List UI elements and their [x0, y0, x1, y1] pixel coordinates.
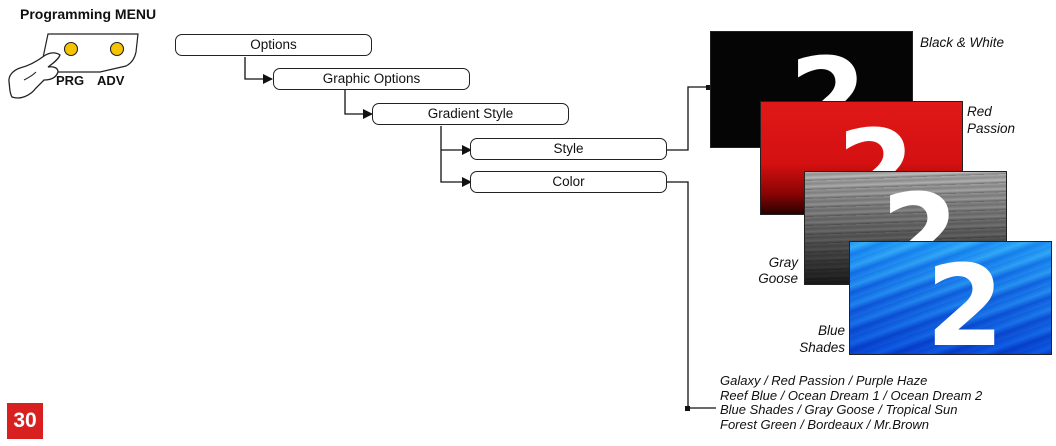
prg-button-icon [63, 41, 79, 57]
color-options-line: Reef Blue / Ocean Dream 1 / Ocean Dream … [720, 387, 983, 403]
adv-button-icon [109, 41, 125, 57]
page-number-badge: 30 [7, 403, 43, 439]
style-label-red-line1: Red [967, 104, 992, 119]
menu-options[interactable]: Options [175, 34, 372, 56]
remote-outline-icon [8, 33, 139, 99]
color-options-line: Galaxy / Red Passion / Purple Haze [720, 373, 928, 388]
preview-digit: 2 [926, 242, 1004, 355]
style-label-blue-line2: Shades [799, 340, 845, 355]
style-preview-blue-shades: 2 [849, 241, 1052, 355]
programming-menu-title: Programming MENU [20, 6, 157, 22]
menu-style[interactable]: Style [470, 138, 667, 160]
style-label-blue-line1: Blue [817, 323, 845, 338]
style-label-red-line2: Passion [967, 121, 1016, 136]
color-options-line: Forest Green / Bordeaux / Mr.Brown [720, 416, 930, 432]
menu-color[interactable]: Color [470, 171, 667, 193]
prg-label: PRG [56, 73, 85, 88]
menu-graphic-options[interactable]: Graphic Options [273, 68, 470, 90]
style-label-black-white: Black & White [920, 35, 1005, 50]
style-label-gray-line2: Goose [758, 271, 798, 286]
menu-gradient-style[interactable]: Gradient Style [372, 103, 569, 125]
style-label-gray-line1: Gray [768, 255, 798, 270]
color-options-list: Galaxy / Red Passion / Purple Haze Reef … [720, 373, 983, 432]
color-options-line: Blue Shades / Gray Goose / Tropical Sun [720, 402, 958, 417]
remote-control: PRG ADV [0, 0, 160, 110]
adv-label: ADV [97, 73, 125, 88]
pointing-hand-icon [8, 52, 61, 99]
